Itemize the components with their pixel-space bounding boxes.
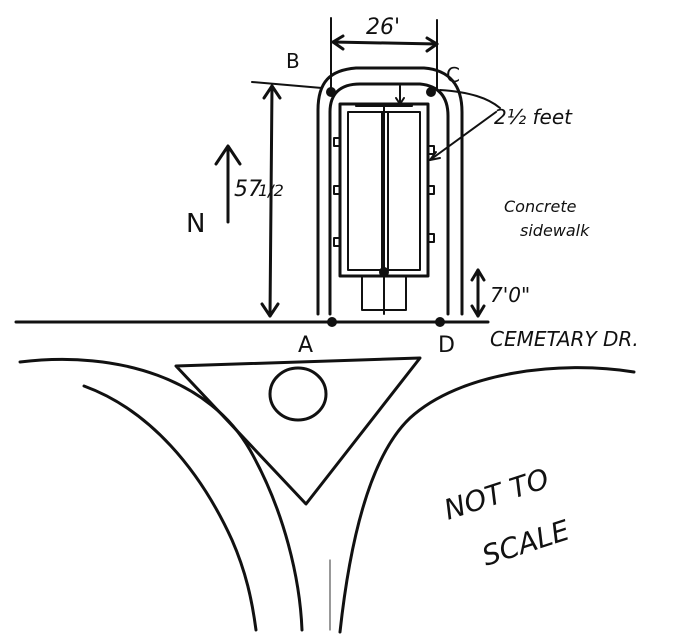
- monument-tab-left-1: [333, 137, 341, 147]
- offset-note-label: 2½ feet: [494, 105, 573, 129]
- island-circle: [268, 366, 328, 422]
- monument-center-marker: [379, 267, 389, 277]
- offset-leader-top: [439, 89, 501, 109]
- north-arrow: N: [186, 144, 242, 239]
- width-arrow-left: [331, 34, 345, 51]
- depth-dimension: 57 1/2: [234, 81, 323, 318]
- depth-dimension-fraction: 1/2: [258, 181, 284, 200]
- note-line1: NOT TO: [440, 462, 553, 527]
- depth-dimension-main: 57: [234, 177, 262, 202]
- monument-tab-right-1: [427, 145, 435, 155]
- depth-dimension-line: [268, 84, 274, 318]
- point-a-label: A: [298, 333, 313, 358]
- monument-tab-right-2: [427, 185, 435, 195]
- setback-dimension-label: 7'0": [490, 283, 530, 307]
- sidewalk-outer-edge: [316, 66, 464, 316]
- monument-structure: [333, 102, 435, 315]
- monument-tab-right-3: [427, 233, 435, 243]
- depth-arrow-bottom: [260, 302, 280, 318]
- width-dimension: 26': [330, 15, 439, 91]
- point-d-label: D: [438, 333, 455, 358]
- material-label-line1: Concrete: [504, 197, 577, 216]
- offset-leader-right: [429, 111, 497, 161]
- point-a-marker: [327, 317, 337, 327]
- note-line2: SCALE: [478, 513, 574, 572]
- street-name-label: CEMETARY DR.: [490, 327, 639, 351]
- road-curve-right: [338, 366, 636, 634]
- depth-extension-top: [251, 81, 323, 89]
- monument-tab-left-3: [333, 237, 341, 247]
- point-b-label: B: [286, 49, 300, 73]
- width-dimension-label: 26': [366, 15, 400, 40]
- traffic-island: [174, 356, 422, 506]
- point-b-marker: [326, 87, 336, 97]
- sidewalk-inner-edge: [328, 82, 450, 316]
- road-curve-outer-left: [82, 384, 258, 632]
- point-c-marker: [426, 87, 436, 97]
- setback-dimension: 7'0": [470, 268, 530, 318]
- point-d-marker: [435, 317, 445, 327]
- depth-arrow-top: [262, 84, 282, 100]
- north-label: N: [186, 209, 205, 239]
- width-dimension-line: [331, 40, 439, 46]
- material-label-line2: sidewalk: [520, 221, 590, 240]
- monument-tab-left-2: [333, 185, 341, 195]
- setback-arrow-bottom: [470, 304, 486, 318]
- road-curve-left: [18, 358, 304, 632]
- north-arrow-head: [214, 144, 242, 166]
- setback-arrow-top: [470, 268, 486, 282]
- point-c-label: C: [446, 63, 460, 87]
